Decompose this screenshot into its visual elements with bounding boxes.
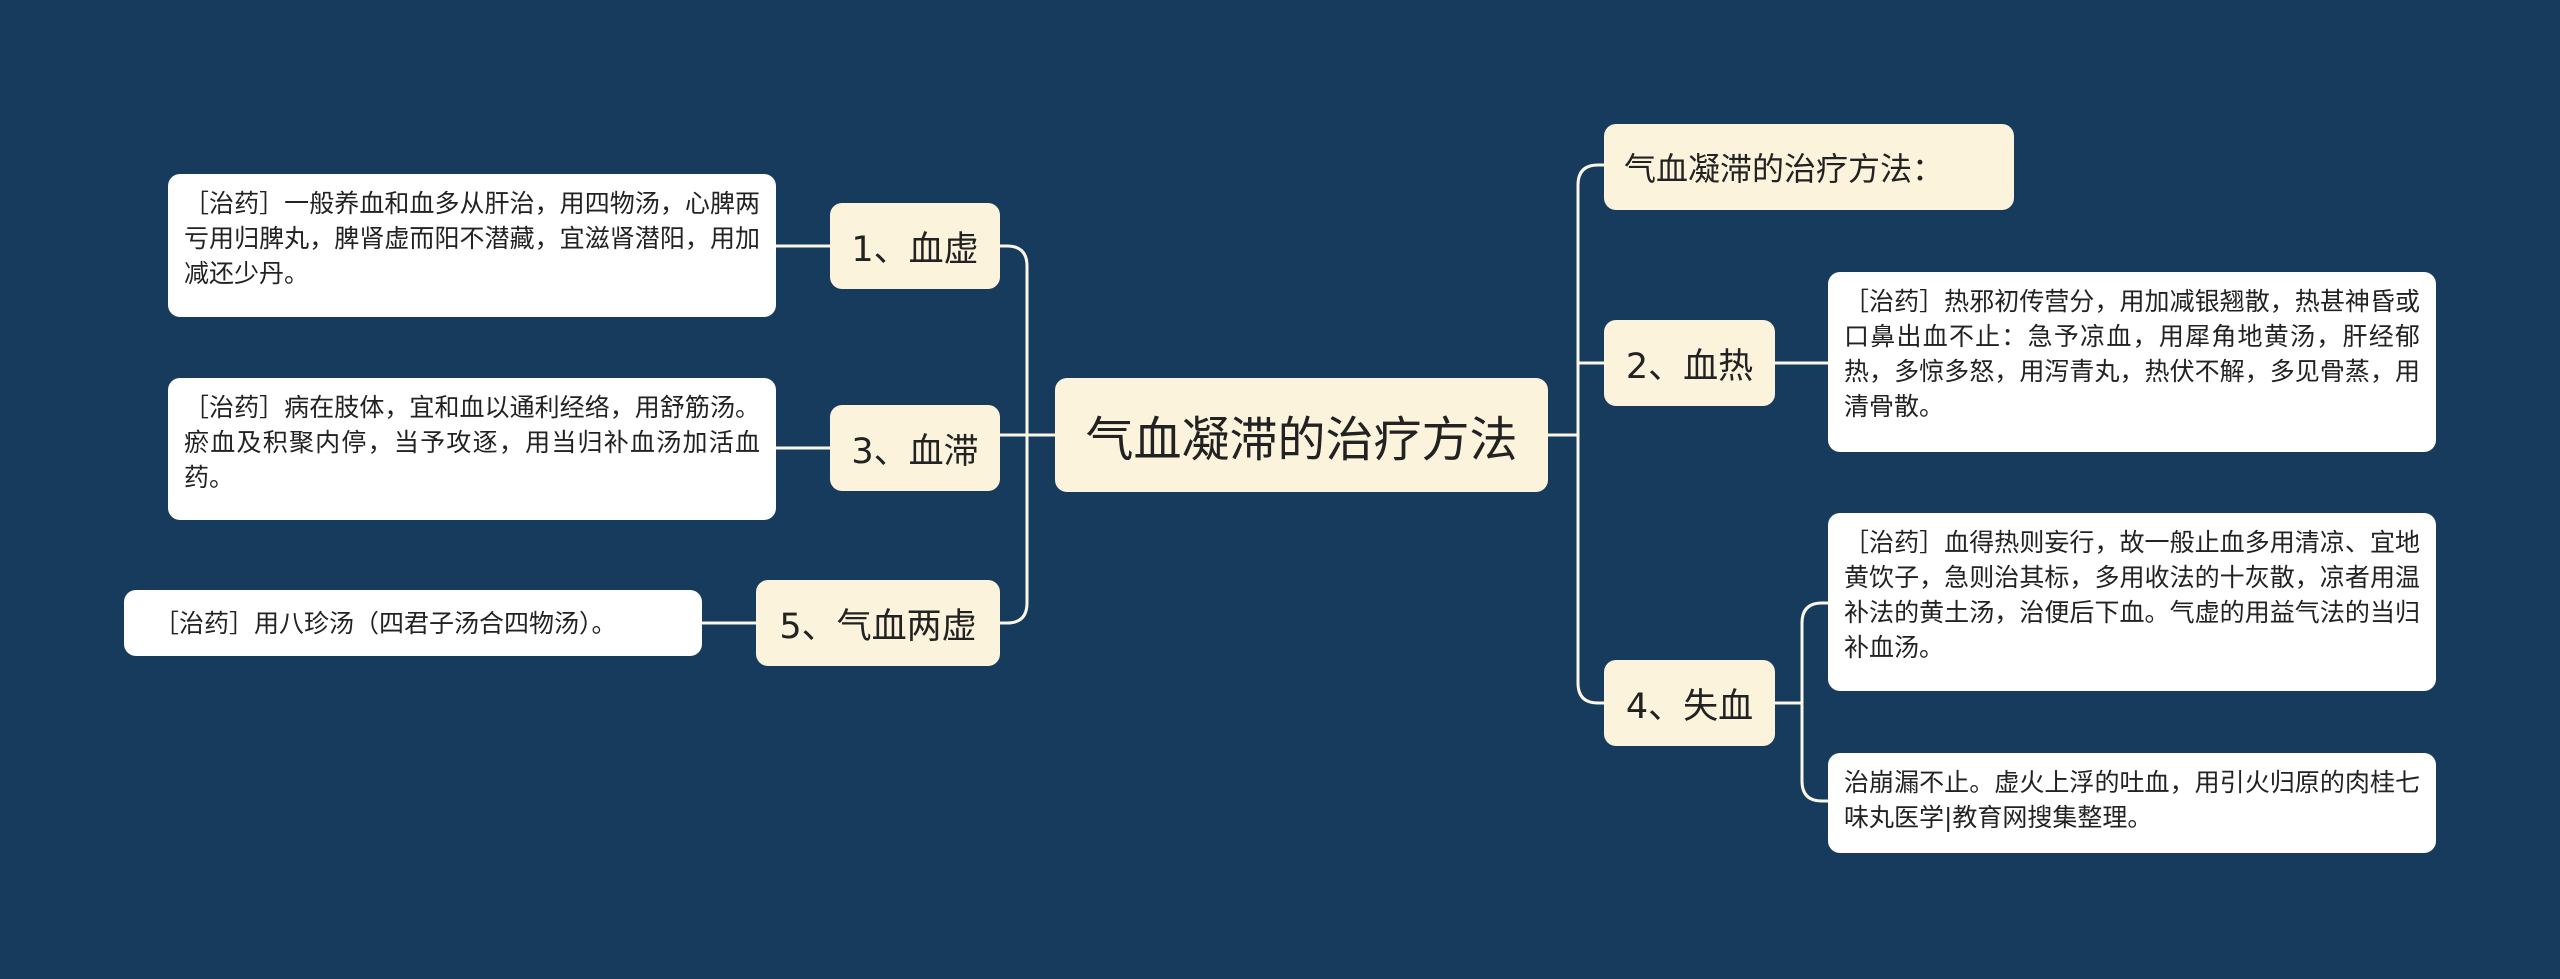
link-left-branch-1 xyxy=(1000,244,1029,435)
leaf-qi-blood-deficiency[interactable]: ［治药］用八珍汤（四君子汤合四物汤）。 xyxy=(124,590,702,656)
leaf-blood-heat[interactable]: ［治药］热邪初传营分，用加减银翘散，热甚神昏或口鼻出血不止：急予凉血，用犀角地黄… xyxy=(1828,272,2436,452)
root-topic[interactable]: 气血凝滞的治疗方法 xyxy=(1055,378,1548,492)
branch-blood-loss[interactable]: 4、失血 xyxy=(1604,660,1775,746)
leaf-blood-loss-2[interactable]: 治崩漏不止。虚火上浮的吐血，用引火归原的肉桂七味丸医学|教育网搜集整理。 xyxy=(1828,753,2436,853)
link-right-branch-4 xyxy=(1576,435,1604,705)
leaf-blood-stasis[interactable]: ［治药］病在肢体，宜和血以通利经络，用舒筋汤。瘀血及积聚内停，当予攻逐，用当归补… xyxy=(168,378,776,520)
branch-blood-deficiency[interactable]: 1、血虚 xyxy=(830,203,1000,289)
link-left-branch-5 xyxy=(1000,435,1029,625)
branch-blood-stasis[interactable]: 3、血滞 xyxy=(830,405,1000,491)
link-right-title xyxy=(1576,163,1604,435)
link-branch-4-leaf-2 xyxy=(1800,703,1828,803)
leaf-blood-loss-1[interactable]: ［治药］血得热则妄行，故一般止血多用清凉、宜地黄饮子，急则治其标，多用收法的十灰… xyxy=(1828,513,2436,691)
leaf-blood-deficiency[interactable]: ［治药］一般养血和血多从肝治，用四物汤，心脾两亏用归脾丸，脾肾虚而阳不潜藏，宜滋… xyxy=(168,174,776,317)
branch-qi-blood-deficiency[interactable]: 5、气血两虚 xyxy=(756,580,1000,666)
branch-blood-heat[interactable]: 2、血热 xyxy=(1604,320,1775,406)
right-title-leaf[interactable]: 气血凝滞的治疗方法： xyxy=(1604,124,2014,210)
link-branch-4-leaf-1 xyxy=(1775,601,1828,705)
